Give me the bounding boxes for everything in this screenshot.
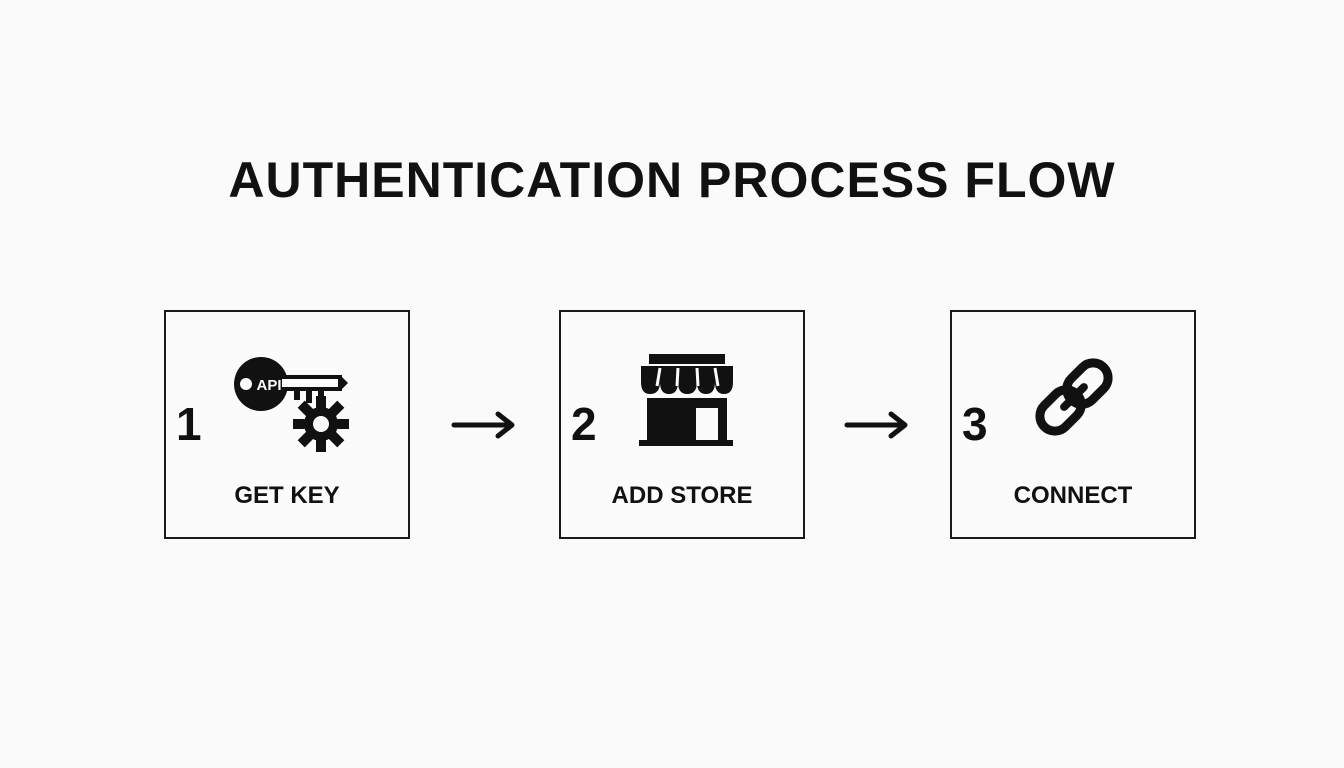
api-key-gear-icon: API [234,357,349,452]
step-1-card: API 1 GET KEY [164,310,410,539]
step-2-number: 2 [571,398,597,450]
step-3-number: 3 [962,398,988,450]
right-arrow-icon [844,411,908,439]
step-3-card: 3 CONNECT [950,310,1196,539]
step-1-label: GET KEY [234,482,340,509]
step-3-label: CONNECT [1013,482,1133,509]
chain-link-icon [1035,358,1113,436]
step-1-number: 1 [176,398,202,450]
page-title: AUTHENTICATION PROCESS FLOW [228,152,1116,208]
api-key-text: API [256,377,281,394]
right-arrow-icon [451,411,515,439]
step-2-card: 2 ADD STORE [559,310,805,539]
storefront-icon [639,354,733,446]
step-2-label: ADD STORE [611,482,753,509]
